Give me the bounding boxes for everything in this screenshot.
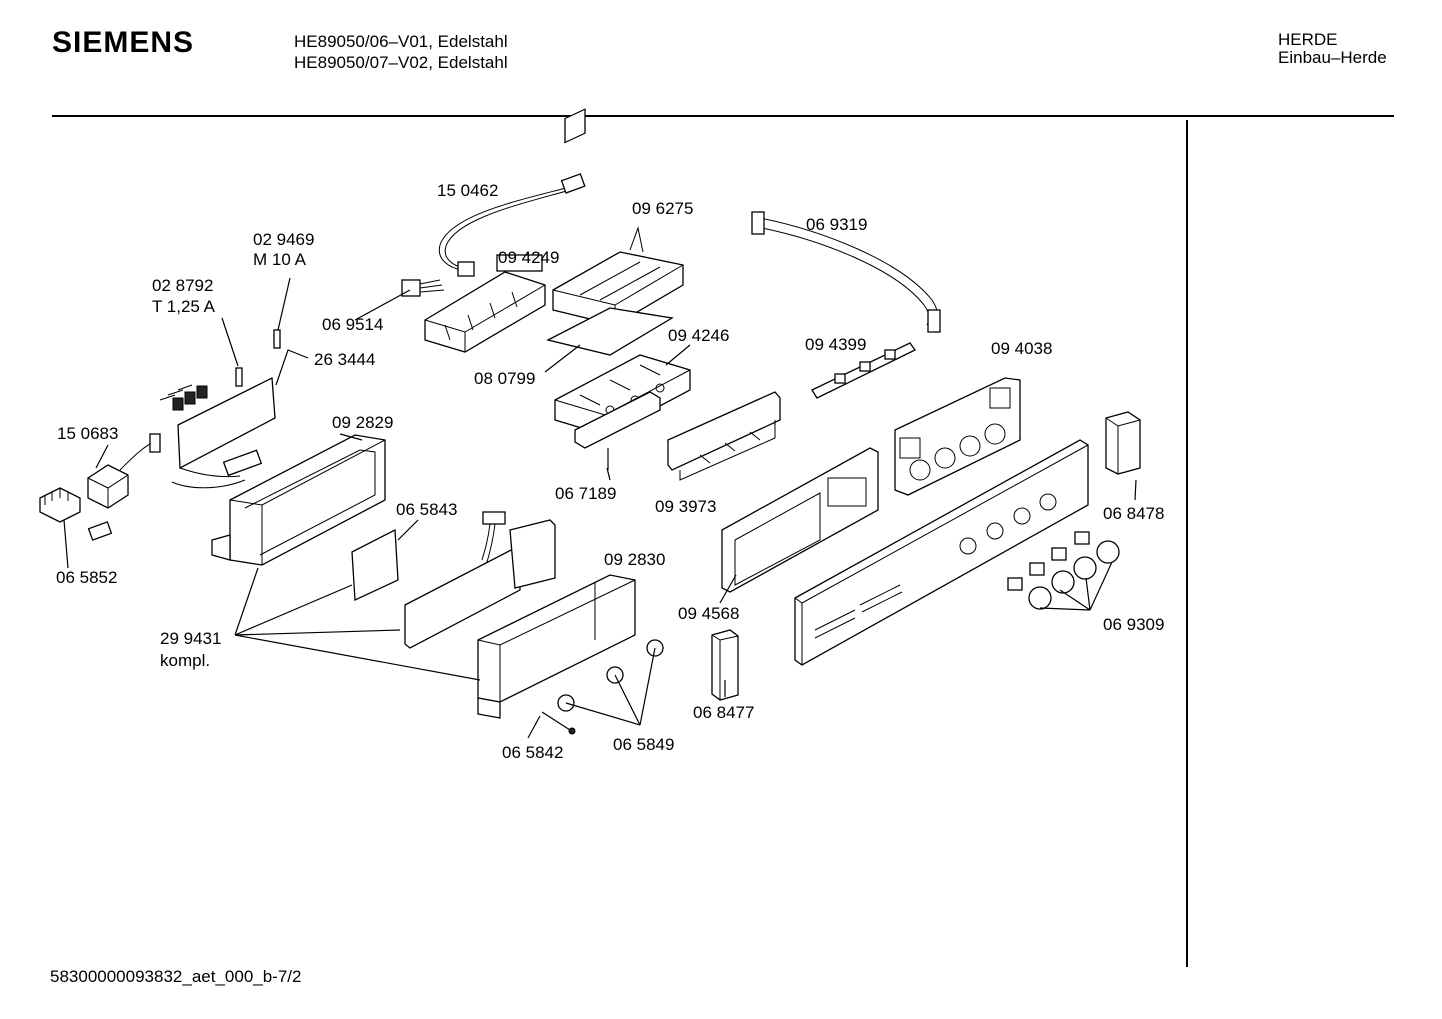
part-cable-150462 — [438, 173, 586, 277]
label-069319: 06 9319 — [806, 215, 867, 234]
part-bracket-068478 — [1105, 411, 1141, 475]
label-094568: 09 4568 — [678, 604, 739, 623]
label-067189: 06 7189 — [555, 484, 616, 503]
label-263444: 26 3444 — [314, 350, 375, 369]
label-028792: 02 8792 — [152, 276, 213, 295]
part-relay-block-094249 — [401, 254, 546, 353]
part-panel-092830 — [477, 574, 636, 719]
label-094249: 09 4249 — [498, 248, 559, 267]
part-front-fascia — [794, 439, 1089, 666]
label-150683: 15 0683 — [57, 424, 118, 443]
header-rule — [52, 115, 1394, 117]
part-display-module-065843 — [351, 511, 556, 649]
label-093973: 09 3973 — [655, 497, 716, 516]
label-065849: 06 5849 — [613, 735, 674, 754]
label-069309: 06 9309 — [1103, 615, 1164, 634]
part-labels: 15 0462 09 6275 06 9319 02 9469 M 10 A 0… — [56, 181, 1164, 762]
category-line-1: HERDE — [1278, 30, 1338, 49]
part-pcb-094399 — [811, 342, 916, 399]
side-rule — [1186, 120, 1188, 967]
part-tray-096275 — [546, 226, 684, 356]
label-094038: 09 4038 — [991, 339, 1052, 358]
part-fuses — [235, 329, 281, 387]
part-pcb-263444 — [159, 376, 276, 489]
label-028792-rating: T 1,25 A — [152, 297, 216, 316]
label-092830: 09 2830 — [604, 550, 665, 569]
part-knobs-069309 — [1007, 531, 1120, 610]
part-transformer-150683 — [87, 433, 161, 509]
part-terminal-065852 — [39, 487, 113, 541]
model-line-2: HE89050/07–V02, Edelstahl — [294, 53, 508, 72]
leader-lines — [63, 277, 1137, 739]
part-switch-block-094246 — [554, 108, 691, 470]
label-150462: 15 0462 — [437, 181, 498, 200]
category-block: HERDE Einbau–Herde — [1278, 31, 1387, 67]
label-068477: 06 8477 — [693, 703, 754, 722]
label-299431: 29 9431 — [160, 629, 221, 648]
model-line-1: HE89050/06–V01, Edelstahl — [294, 32, 508, 51]
label-065842: 06 5842 — [502, 743, 563, 762]
label-029469: 02 9469 — [253, 230, 314, 249]
label-065852: 06 5852 — [56, 568, 117, 587]
part-display-frame-094038 — [894, 377, 1021, 496]
part-flat-cable-069319 — [751, 211, 941, 333]
label-094399: 09 4399 — [805, 335, 866, 354]
label-096275: 09 6275 — [632, 199, 693, 218]
part-housing-092829 — [211, 434, 386, 566]
label-094246: 09 4246 — [668, 326, 729, 345]
part-inner-panel-094568 — [721, 447, 879, 593]
label-299431-kit: kompl. — [160, 651, 210, 670]
label-080799: 08 0799 — [474, 369, 535, 388]
part-pin-065842 — [541, 711, 576, 735]
model-list: HE89050/06–V01, Edelstahl HE89050/07–V02… — [294, 31, 508, 73]
document-id: 58300000093832_aet_000_b-7/2 — [50, 967, 302, 986]
label-069514: 06 9514 — [322, 315, 383, 334]
part-bracket-093973 — [667, 391, 781, 481]
category-line-2: Einbau–Herde — [1278, 48, 1387, 67]
part-bracket-068477 — [711, 629, 739, 701]
label-068478: 06 8478 — [1103, 504, 1164, 523]
label-029469-rating: M 10 A — [253, 250, 307, 269]
label-092829: 09 2829 — [332, 413, 393, 432]
brand-logo: SIEMENS — [52, 26, 195, 59]
label-065843: 06 5843 — [396, 500, 457, 519]
